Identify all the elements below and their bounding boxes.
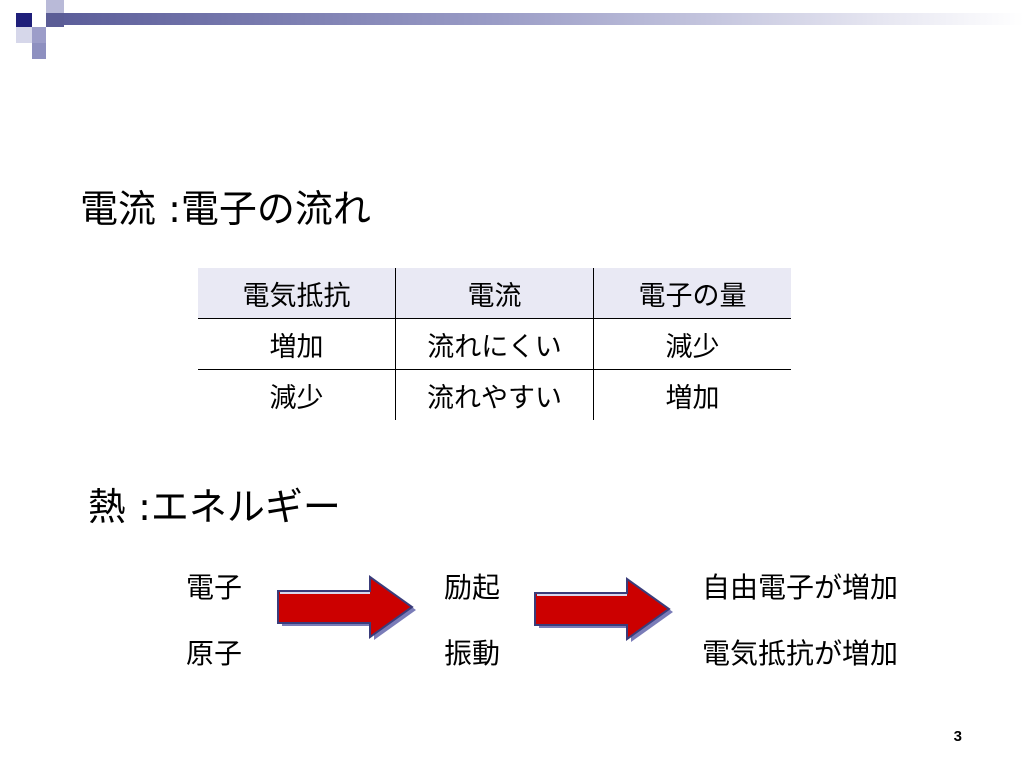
- resistance-table: 電気抵抗 電流 電子の量 増加 流れにくい 減少 減少 流れやすい 増加: [198, 268, 791, 420]
- flow-text-resistance-increase: 電気抵抗が増加: [702, 637, 899, 670]
- flow-text-excitation: 励起: [444, 571, 501, 604]
- header-square: [16, 13, 32, 27]
- table-cell: 増加: [593, 369, 791, 420]
- table-cell: 減少: [593, 318, 791, 370]
- table-row: 増加 流れにくい 減少: [198, 318, 791, 370]
- table-cell: 増加: [198, 318, 396, 370]
- table-cell: 減少: [198, 369, 396, 420]
- flow-text-vibration: 振動: [444, 637, 501, 670]
- header-square: [0, 27, 16, 43]
- right-arrow-icon: [277, 575, 416, 640]
- header-square: [32, 43, 46, 59]
- heading-current: 電流 :電子の流れ: [80, 187, 371, 231]
- header-square: [46, 13, 64, 27]
- header-square: [0, 0, 16, 12]
- header-square: [32, 13, 46, 27]
- heading-heat: 熱 :エネルギー: [88, 485, 341, 529]
- flow-text-free-electrons-increase: 自由電子が増加: [702, 571, 899, 604]
- table-header-row: 電気抵抗 電流 電子の量: [198, 268, 791, 319]
- header-square: [32, 27, 46, 43]
- table-header-cell: 電気抵抗: [198, 268, 396, 319]
- table-row: 減少 流れやすい 増加: [198, 369, 791, 420]
- flow-text-electron: 電子: [186, 571, 243, 604]
- right-arrow-icon: [534, 577, 673, 642]
- header-gradient-bar: [64, 13, 1024, 25]
- page-number: 3: [953, 728, 962, 745]
- flow-text-atom: 原子: [186, 637, 243, 670]
- header-square: [46, 0, 64, 13]
- header-square: [16, 27, 32, 43]
- table-header-cell: 電流: [395, 268, 594, 319]
- table-cell: 流れにくい: [395, 318, 594, 370]
- table-cell: 流れやすい: [395, 369, 594, 420]
- table-header-cell: 電子の量: [593, 268, 791, 319]
